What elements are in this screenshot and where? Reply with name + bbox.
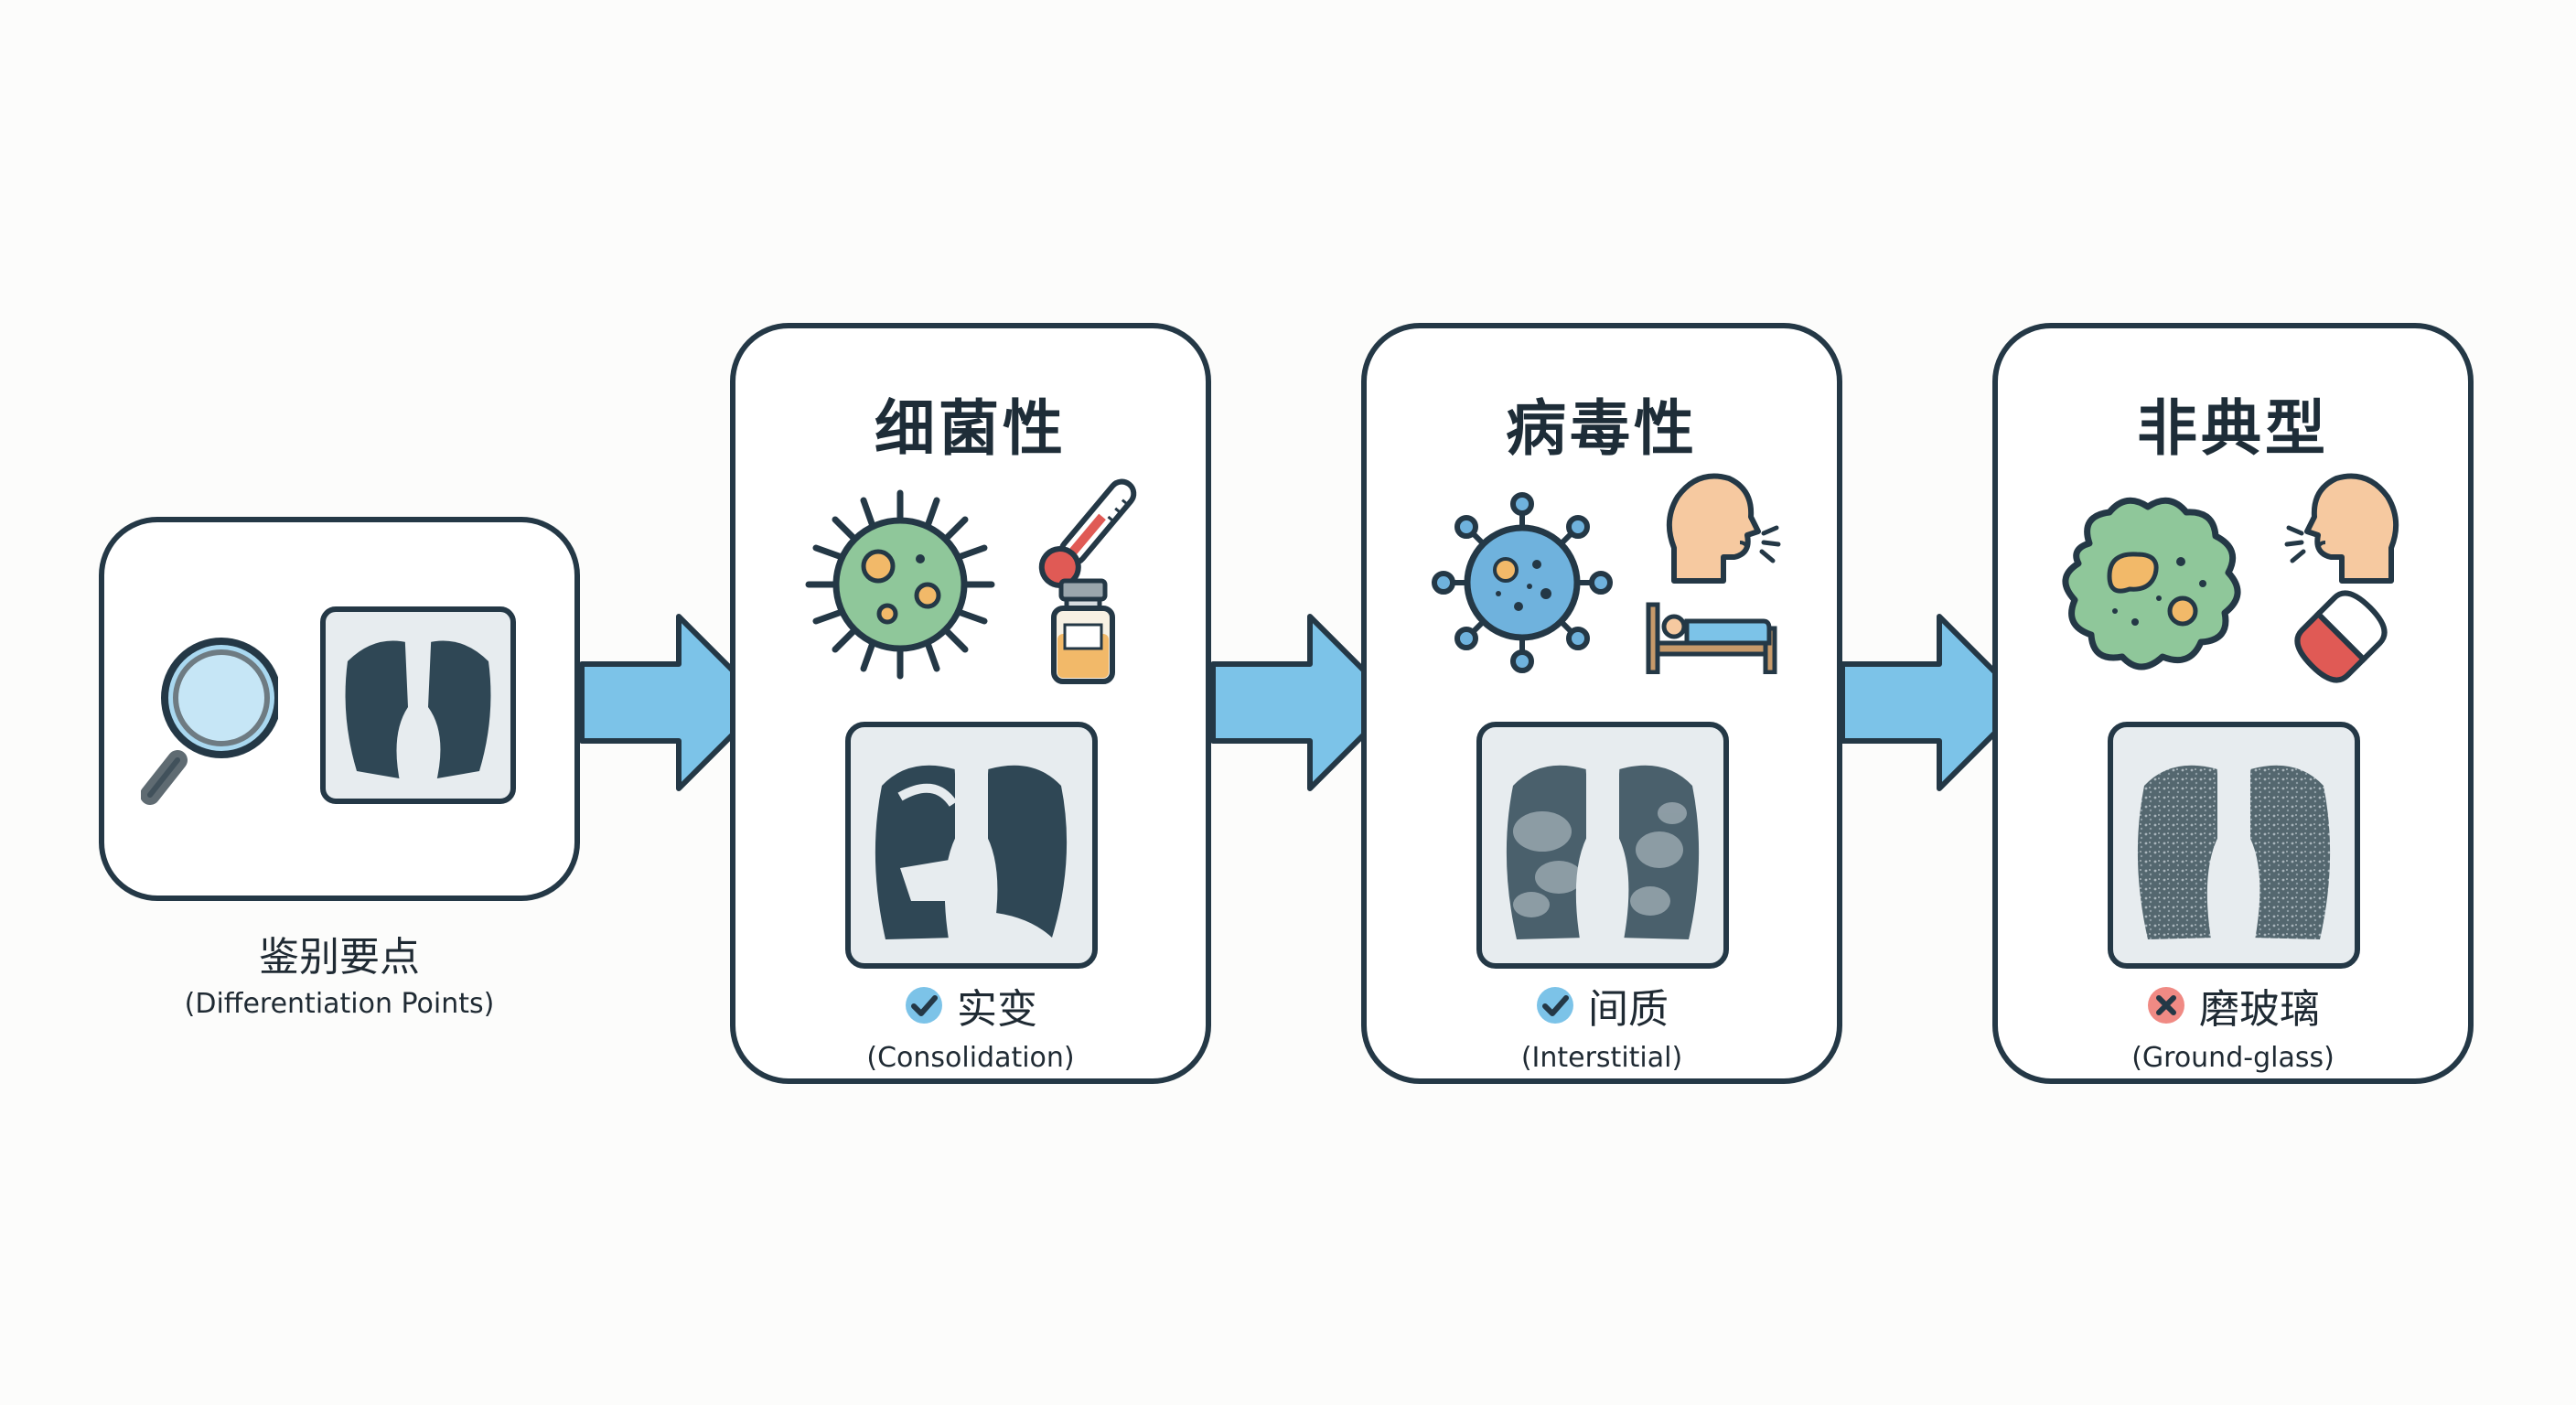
xray-ground-glass [2108,722,2360,969]
finding-caption: 实变 (Consolidation) [735,976,1206,1074]
mycoplasma-icon [2062,497,2241,670]
medicine-vial-icon [1051,578,1115,684]
flow-arrow-1 [579,614,767,791]
intro-panel [99,517,580,901]
check-circle-icon [1537,987,1573,1024]
cross-circle-icon [2148,987,2184,1024]
finding-zh: 实变 [957,986,1037,1033]
check-circle-icon [906,987,942,1024]
magnifier-icon [141,638,278,805]
coughing-person-icon [2284,473,2399,584]
card-title: 病毒性 [1506,393,1698,464]
chest-xray-icon [320,606,516,804]
xray-consolidation [845,722,1098,969]
xray-interstitial [1476,722,1729,969]
card-viral: 病毒性 [1361,323,1842,1084]
card-atypical: 非典型 [1992,323,2474,1084]
flow-arrow-2 [1210,614,1399,791]
finding-en: (Ground-glass) [2131,1042,2334,1074]
finding-en: (Consolidation) [866,1042,1075,1074]
bed-rest-icon [1646,602,1777,674]
finding-caption: 间质 (Interstitial) [1367,976,1837,1074]
flow-arrow-3 [1840,614,2028,791]
capsule-icon [2294,590,2388,683]
intro-caption: 鉴别要点 (Differentiation Points) [99,924,580,1020]
thermometer-icon [1038,478,1137,589]
intro-title-en: (Differentiation Points) [184,988,495,1020]
intro-title-zh: 鉴别要点 [259,934,420,981]
card-bacterial: 细菌性 [730,323,1211,1084]
virus-icon [1432,492,1613,673]
finding-zh: 磨玻璃 [2199,986,2320,1033]
finding-caption: 磨玻璃 (Ground-glass) [1998,976,2468,1074]
bacterium-icon [805,489,995,680]
finding-en: (Interstitial) [1520,1042,1683,1074]
finding-zh: 间质 [1588,986,1669,1033]
coughing-person-icon [1666,473,1781,584]
card-title: 细菌性 [875,393,1067,464]
card-title: 非典型 [2137,393,2329,464]
